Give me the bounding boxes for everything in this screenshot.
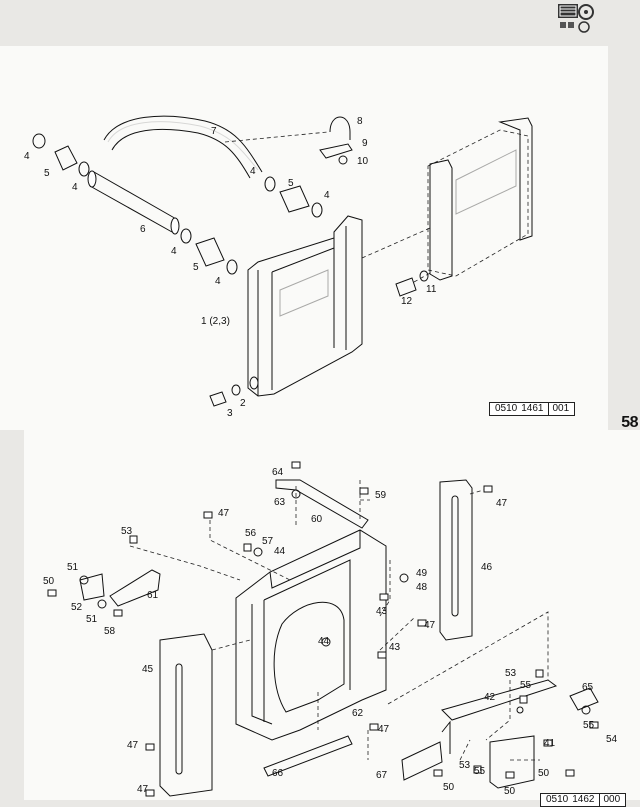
bottom-callout-25: 55 [520,680,532,691]
top-callout-3: 10 [357,156,369,167]
top-callout-13: 4 [215,276,221,287]
bottom-callout-18: 46 [481,562,493,573]
top-callout-1: 8 [357,116,363,127]
bottom-callout-0: 64 [272,467,284,478]
bottom-callout-4: 60 [311,514,323,525]
bottom-callout-20: 47 [424,620,436,631]
bottom-callout-5: 53 [121,526,133,537]
bottom-callout-7: 56 [245,528,257,539]
bottom-callout-39: 50 [504,786,516,797]
bottom-callout-16: 49 [416,568,428,579]
ref-top-part-1: 0510 [495,403,518,414]
bottom-callout-26: 65 [582,682,594,693]
bottom-callout-12: 52 [71,602,83,613]
bottom-callout-14: 51 [86,614,98,625]
bottom-callout-36: 67 [376,770,388,781]
top-callout-4: 4 [24,151,30,162]
top-callout-6: 4 [72,182,78,193]
top-callout-16: 1 (2,3) [201,316,230,327]
top-callout-18: 2 [240,398,246,409]
bottom-callout-3: 63 [274,497,286,508]
bottom-callout-8: 57 [262,536,274,547]
bottom-callout-24: 53 [505,668,517,679]
top-callout-0: 7 [211,126,217,137]
bottom-callout-15: 58 [104,626,116,637]
ref-top-divider [547,403,549,415]
ref-bottom-part-2: 1462 [572,794,595,805]
lower-diagram-sheet [24,430,640,800]
bottom-callout-23: 45 [142,664,154,675]
upper-diagram-sheet [0,46,608,430]
page-number: 58 [621,414,638,431]
top-callout-9: 4 [324,190,330,201]
ref-bottom-part-1: 0510 [546,794,569,805]
bottom-callout-11: 50 [43,576,55,587]
bottom-callout-41: 47 [137,784,149,795]
bottom-callout-30: 62 [352,708,364,719]
bottom-callout-38: 50 [443,782,455,793]
top-callout-11: 4 [171,246,177,257]
bottom-callout-6: 47 [496,498,508,509]
ref-bottom-divider [598,794,600,806]
top-callout-14: 12 [401,296,413,307]
bottom-callout-9: 44 [274,546,286,557]
radiator-group-icon [558,4,594,33]
bottom-callout-1: 59 [375,490,387,501]
bottom-callout-21: 43 [389,642,401,653]
ref-top-part-3: 001 [552,403,570,414]
ref-bottom-part-3: 000 [603,794,621,805]
bottom-callout-37: 66 [272,768,284,779]
top-callout-17: 3 [227,408,233,419]
bottom-callout-22: 44 [318,636,330,647]
bottom-callout-33: 47 [127,740,139,751]
bottom-callout-19: 43 [376,606,388,617]
top-callout-2: 9 [362,138,368,149]
bottom-callout-27: 42 [484,692,496,703]
top-callout-10: 6 [140,224,146,235]
ref-top-part-2: 1461 [521,403,544,414]
top-callout-8: 5 [288,178,294,189]
bottom-callout-10: 51 [67,562,79,573]
bottom-callout-31: 47 [378,724,390,735]
top-callout-7: 4 [250,166,256,177]
bottom-callout-35: 55 [474,766,486,777]
top-callout-5: 5 [44,168,50,179]
bottom-callout-28: 55 [583,720,595,731]
top-callout-12: 5 [193,262,199,273]
bottom-callout-32: 41 [544,738,556,749]
bottom-callout-17: 48 [416,582,428,593]
bottom-callout-34: 53 [459,760,471,771]
bottom-callout-2: 47 [218,508,230,519]
bottom-callout-29: 54 [606,734,618,745]
top-callout-15: 11 [426,284,437,295]
bottom-callout-13: 61 [147,590,159,601]
bottom-callout-40: 50 [538,768,550,779]
